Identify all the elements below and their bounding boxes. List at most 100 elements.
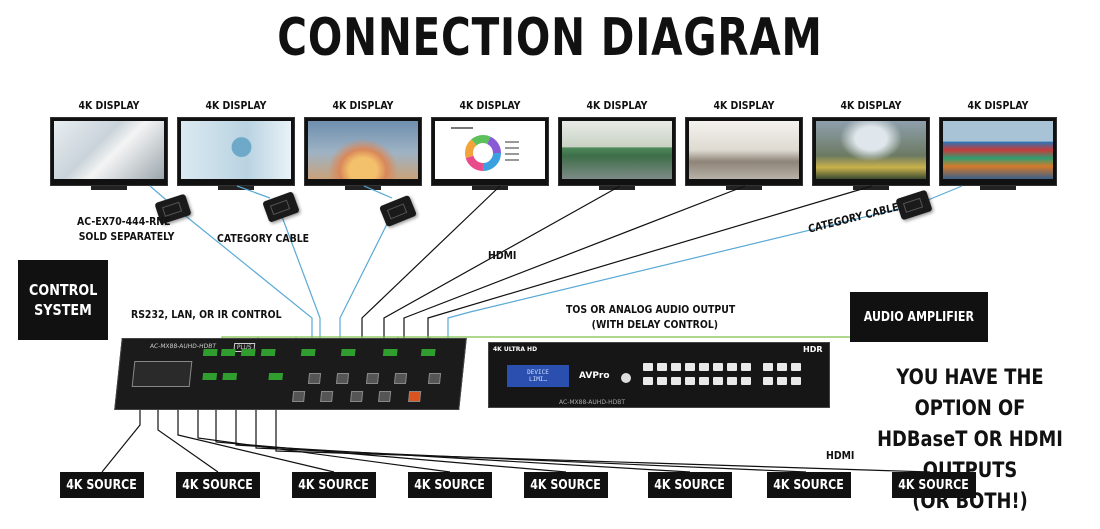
input-button[interactable] — [685, 363, 695, 371]
display-7 — [812, 117, 930, 186]
control-methods-label: RS232, LAN, OR IR CONTROL — [131, 308, 282, 321]
source-label-7: 4K SOURCE — [773, 477, 845, 493]
rocket-scene-image — [308, 121, 418, 179]
display-label-3: 4K DISPLAY — [332, 99, 394, 112]
front-badge-label: 4K ULTRA HD — [493, 346, 538, 353]
extender-model-label: AC-EX70-444-RNE — [77, 215, 171, 228]
hdmi-label-bottom: HDMI — [826, 449, 855, 462]
display-3 — [304, 117, 422, 186]
output-button[interactable] — [671, 377, 681, 385]
function-button[interactable] — [791, 363, 801, 371]
terminal-block — [202, 349, 218, 356]
hdbaset-port — [393, 373, 408, 384]
output-button[interactable] — [741, 377, 751, 385]
output-button[interactable] — [685, 377, 695, 385]
office-scene-image — [689, 121, 799, 179]
source-label-4: 4K SOURCE — [414, 477, 486, 493]
display-label-6: 4K DISPLAY — [713, 99, 775, 112]
input-button[interactable] — [643, 363, 653, 371]
source-label-5: 4K SOURCE — [530, 477, 602, 493]
extender-note: AC-EX70-444-RNE SOLD SEPARATELY — [77, 214, 174, 244]
audio-amplifier-box: AUDIO AMPLIFIER — [850, 292, 988, 342]
hdbaset-port — [307, 373, 322, 384]
dip-switch-block — [131, 361, 193, 387]
source-box-7: 4K SOURCE — [767, 472, 851, 498]
display-6 — [685, 117, 803, 186]
output-button[interactable] — [699, 377, 709, 385]
display-4 — [431, 117, 549, 186]
input-button[interactable] — [727, 363, 737, 371]
source-box-8: 4K SOURCE — [892, 472, 976, 498]
audio-amplifier-label: AUDIO AMPLIFIER — [863, 309, 975, 325]
source-box-3: 4K SOURCE — [292, 472, 376, 498]
function-button[interactable] — [777, 363, 787, 371]
display-label-5: 4K DISPLAY — [586, 99, 648, 112]
display-stand — [980, 186, 1016, 190]
chart-scene-image — [435, 121, 545, 179]
terminal-block — [382, 349, 398, 356]
terminal-block — [222, 373, 238, 380]
hdmi-output-port — [292, 391, 306, 402]
delay-control-label: (WITH DELAY CONTROL) — [591, 318, 719, 331]
matrix-switcher-front-panel: 4K ULTRA HD HDR DEVICE LIMI… AVPro AC-MX… — [488, 342, 830, 408]
page-title: CONNECTION DIAGRAM — [277, 8, 823, 68]
terminal-block — [420, 349, 436, 356]
function-button[interactable] — [791, 377, 801, 385]
hdmi-cables-bottom — [101, 408, 931, 473]
terminal-block — [240, 349, 256, 356]
output-button[interactable] — [643, 377, 653, 385]
source-label-2: 4K SOURCE — [182, 477, 254, 493]
hdmi-label-top: HDMI — [488, 249, 517, 262]
function-button[interactable] — [763, 363, 773, 371]
source-label-1: 4K SOURCE — [66, 477, 138, 493]
lcd-line1: DEVICE — [527, 369, 549, 376]
control-system-line1: CONTROL — [28, 281, 98, 299]
hdmi-output-port — [378, 391, 392, 402]
containers-scene-image — [943, 121, 1053, 179]
surgeon-scene-image — [181, 121, 291, 179]
output-button[interactable] — [727, 377, 737, 385]
display-stand — [218, 186, 254, 190]
output-button[interactable] — [657, 377, 667, 385]
display-label-2: 4K DISPLAY — [205, 99, 267, 112]
stadium-scene-image — [816, 121, 926, 179]
rs232-port — [408, 391, 422, 402]
input-button[interactable] — [671, 363, 681, 371]
input-button[interactable] — [699, 363, 709, 371]
hdmi-cables-top — [361, 185, 873, 345]
input-button[interactable] — [657, 363, 667, 371]
hdr-label: HDR — [803, 345, 823, 354]
hdbaset-port — [335, 373, 350, 384]
matrix-switcher-back-panel: AC-MX88-AUHD-HDBT PLUS — [114, 338, 467, 410]
function-button[interactable] — [763, 377, 773, 385]
output-button[interactable] — [713, 377, 723, 385]
donut-chart-icon — [451, 127, 519, 171]
source-box-1: 4K SOURCE — [60, 472, 144, 498]
terminal-block — [340, 349, 356, 356]
display-label-1: 4K DISPLAY — [78, 99, 140, 112]
terminal-block — [260, 349, 276, 356]
ir-sensor-icon — [621, 373, 631, 383]
source-box-5: 4K SOURCE — [524, 472, 608, 498]
audio-output-note: TOS OR ANALOG AUDIO OUTPUT (WITH DELAY C… — [566, 302, 735, 332]
terminal-block — [202, 373, 218, 380]
display-8 — [939, 117, 1057, 186]
source-label-3: 4K SOURCE — [298, 477, 370, 493]
lcd-display: DEVICE LIMI… — [507, 365, 569, 387]
function-button[interactable] — [777, 377, 787, 385]
meeting-room-scene-image — [562, 121, 672, 179]
display-1 — [50, 117, 168, 186]
input-button[interactable] — [713, 363, 723, 371]
terminal-block — [268, 373, 284, 380]
terminal-block — [220, 349, 236, 356]
lan-port — [427, 373, 442, 384]
brand-logo: AVPro — [579, 371, 610, 381]
display-label-7: 4K DISPLAY — [840, 99, 902, 112]
input-button[interactable] — [741, 363, 751, 371]
display-stand — [345, 186, 381, 190]
terminal-block — [300, 349, 316, 356]
source-box-2: 4K SOURCE — [176, 472, 260, 498]
display-label-8: 4K DISPLAY — [967, 99, 1029, 112]
sold-separately-label: SOLD SEPARATELY — [78, 230, 175, 243]
display-2 — [177, 117, 295, 186]
